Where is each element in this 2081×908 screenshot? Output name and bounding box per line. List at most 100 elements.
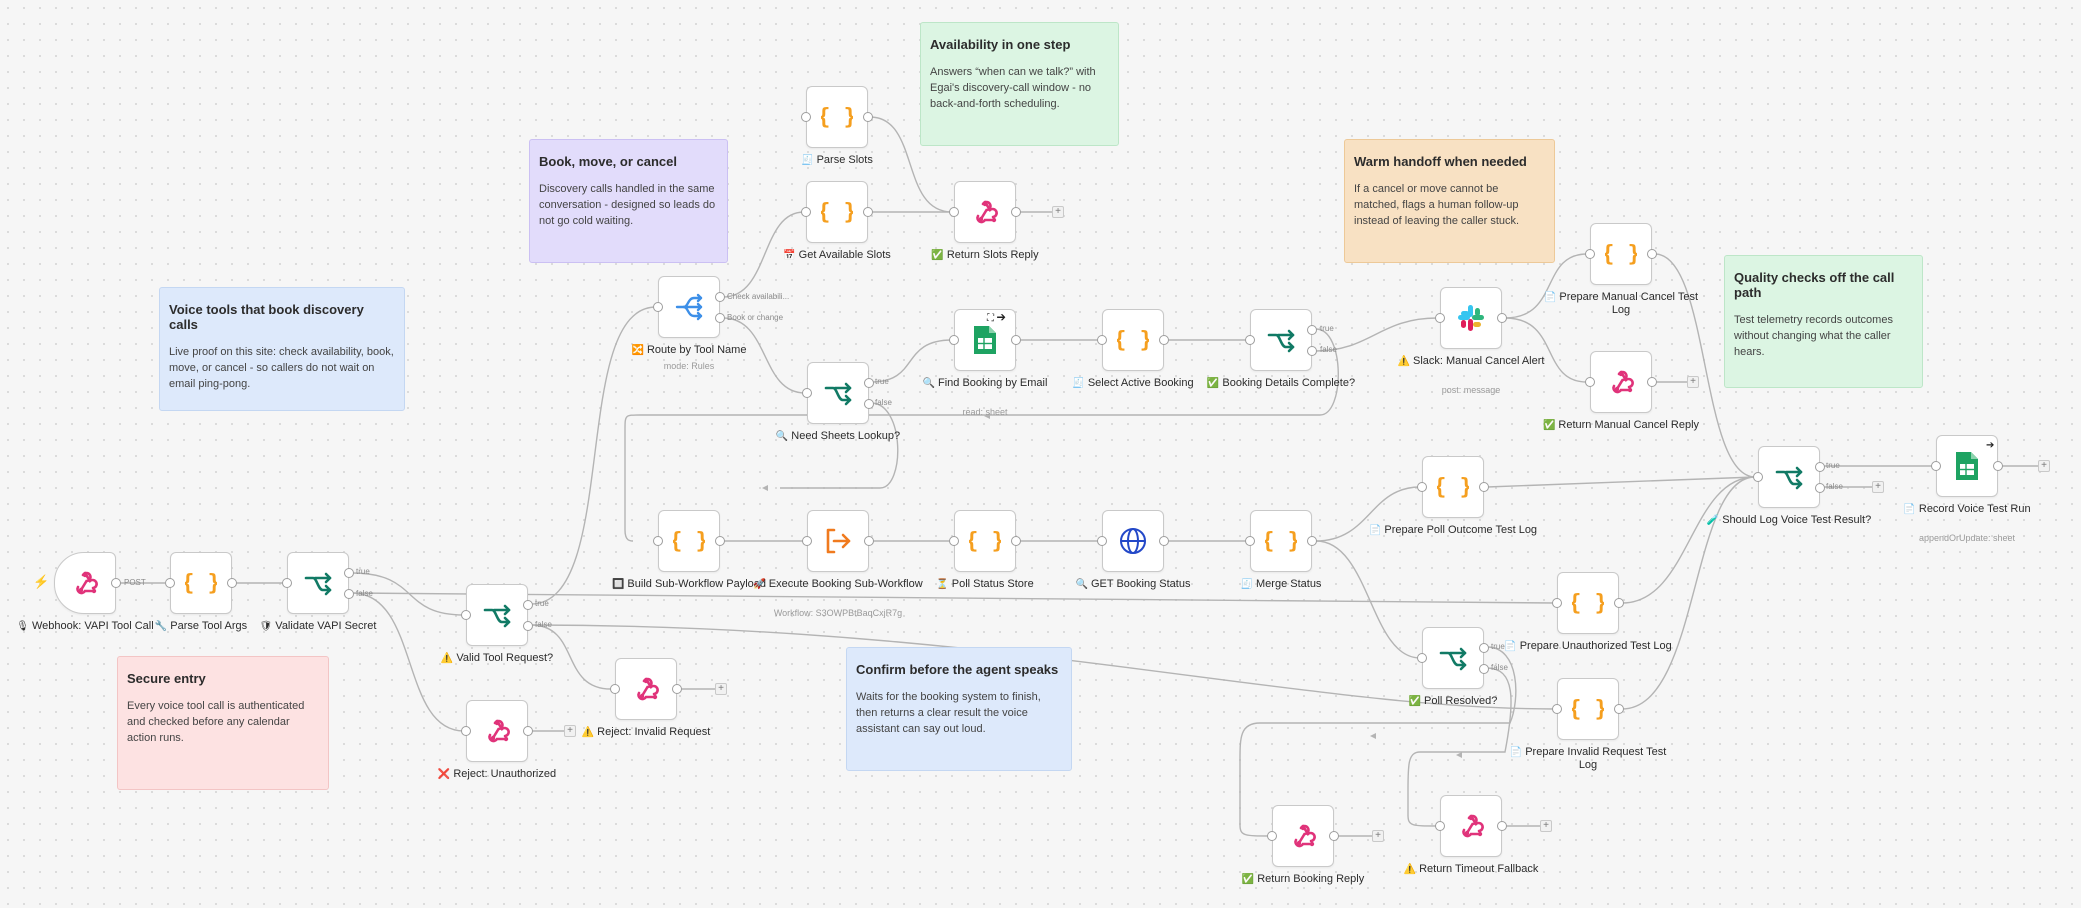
- output-port[interactable]: [1993, 461, 2003, 471]
- sticky-note[interactable]: Availability in one step Answers “when c…: [920, 22, 1119, 146]
- node-toolbar[interactable]: ⛶ ➔: [987, 313, 1006, 324]
- node-rejinvalid[interactable]: [615, 658, 677, 720]
- input-port[interactable]: [1585, 249, 1595, 259]
- add-node-button[interactable]: +: [1372, 830, 1384, 842]
- output-port[interactable]: [523, 600, 533, 610]
- output-port[interactable]: [715, 292, 725, 302]
- input-port[interactable]: [1417, 482, 1427, 492]
- output-port[interactable]: [1815, 462, 1825, 472]
- input-port[interactable]: [653, 536, 663, 546]
- output-port[interactable]: [1614, 704, 1624, 714]
- input-port[interactable]: [1552, 598, 1562, 608]
- sticky-note[interactable]: Secure entry Every voice tool call is au…: [117, 656, 329, 790]
- input-port[interactable]: [1097, 536, 1107, 546]
- input-port[interactable]: [1753, 472, 1763, 482]
- output-port[interactable]: [715, 536, 725, 546]
- node-parse[interactable]: { }: [170, 552, 232, 614]
- input-port[interactable]: [610, 684, 620, 694]
- output-port[interactable]: [1307, 536, 1317, 546]
- output-port[interactable]: [863, 112, 873, 122]
- sticky-note[interactable]: Quality checks off the call path Test te…: [1724, 255, 1923, 388]
- input-port[interactable]: [1417, 653, 1427, 663]
- output-port[interactable]: [1647, 249, 1657, 259]
- input-port[interactable]: [949, 536, 959, 546]
- node-slack[interactable]: [1440, 287, 1502, 349]
- output-port[interactable]: [1815, 483, 1825, 493]
- node-prepunauth[interactable]: { }: [1557, 572, 1619, 634]
- node-getslots[interactable]: { }: [806, 181, 868, 243]
- node-route[interactable]: [658, 276, 720, 338]
- input-port[interactable]: [1267, 831, 1277, 841]
- output-port[interactable]: [1011, 536, 1021, 546]
- node-bookcomplete[interactable]: [1250, 309, 1312, 371]
- output-port[interactable]: [864, 378, 874, 388]
- node-selactive[interactable]: { }: [1102, 309, 1164, 371]
- node-webhook[interactable]: [54, 552, 116, 614]
- output-port[interactable]: [1497, 313, 1507, 323]
- input-port[interactable]: [1931, 461, 1941, 471]
- add-node-button[interactable]: +: [715, 683, 727, 695]
- output-port[interactable]: [1307, 325, 1317, 335]
- input-port[interactable]: [461, 726, 471, 736]
- output-port[interactable]: [1307, 346, 1317, 356]
- node-preppoll[interactable]: { }: [1422, 456, 1484, 518]
- output-port[interactable]: [1647, 377, 1657, 387]
- node-parseslots[interactable]: { }: [806, 86, 868, 148]
- input-port[interactable]: [461, 610, 471, 620]
- node-validtool[interactable]: [466, 584, 528, 646]
- output-port[interactable]: [111, 578, 121, 588]
- add-node-button[interactable]: +: [1540, 820, 1552, 832]
- output-port[interactable]: [523, 621, 533, 631]
- input-port[interactable]: [802, 388, 812, 398]
- node-pollresolved[interactable]: [1422, 627, 1484, 689]
- output-port[interactable]: [1011, 335, 1021, 345]
- sticky-note[interactable]: Confirm before the agent speaks Waits fo…: [846, 647, 1072, 771]
- output-port[interactable]: [523, 726, 533, 736]
- output-port[interactable]: [863, 207, 873, 217]
- input-port[interactable]: [1585, 377, 1595, 387]
- output-port[interactable]: [344, 568, 354, 578]
- output-port[interactable]: [1479, 643, 1489, 653]
- add-node-button[interactable]: +: [1052, 206, 1064, 218]
- output-port[interactable]: [1329, 831, 1339, 841]
- node-recordvoice[interactable]: [1936, 435, 1998, 497]
- input-port[interactable]: [1245, 335, 1255, 345]
- input-port[interactable]: [1552, 704, 1562, 714]
- input-port[interactable]: [653, 302, 663, 312]
- output-port[interactable]: [672, 684, 682, 694]
- output-port[interactable]: [1159, 335, 1169, 345]
- node-findbooking[interactable]: [954, 309, 1016, 371]
- input-port[interactable]: [1097, 335, 1107, 345]
- node-pollstore[interactable]: { }: [954, 510, 1016, 572]
- output-port[interactable]: [1479, 664, 1489, 674]
- add-node-button[interactable]: +: [1872, 481, 1884, 493]
- node-getstatus[interactable]: [1102, 510, 1164, 572]
- output-port[interactable]: [1497, 821, 1507, 831]
- add-node-button[interactable]: +: [1687, 376, 1699, 388]
- output-port[interactable]: [1614, 598, 1624, 608]
- input-port[interactable]: [1435, 313, 1445, 323]
- output-port[interactable]: [864, 399, 874, 409]
- add-node-button[interactable]: +: [564, 725, 576, 737]
- sticky-note[interactable]: Voice tools that book discovery calls Li…: [159, 287, 405, 411]
- node-rejunauth[interactable]: [466, 700, 528, 762]
- input-port[interactable]: [802, 536, 812, 546]
- node-rettimeout[interactable]: [1440, 795, 1502, 857]
- output-port[interactable]: [1479, 482, 1489, 492]
- output-port[interactable]: [344, 589, 354, 599]
- input-port[interactable]: [282, 578, 292, 588]
- input-port[interactable]: [949, 335, 959, 345]
- input-port[interactable]: [1245, 536, 1255, 546]
- node-shouldlog[interactable]: [1758, 446, 1820, 508]
- node-validate[interactable]: [287, 552, 349, 614]
- input-port[interactable]: [801, 207, 811, 217]
- node-prepinvalid[interactable]: { }: [1557, 678, 1619, 740]
- sticky-note[interactable]: Book, move, or cancel Discovery calls ha…: [529, 139, 728, 263]
- open-node-icon[interactable]: ➔: [1986, 440, 1995, 451]
- node-retmanual[interactable]: [1590, 351, 1652, 413]
- input-port[interactable]: [801, 112, 811, 122]
- node-prepmanual[interactable]: { }: [1590, 223, 1652, 285]
- node-retslots[interactable]: [954, 181, 1016, 243]
- sticky-note[interactable]: Warm handoff when needed If a cancel or …: [1344, 139, 1555, 263]
- output-port[interactable]: [1159, 536, 1169, 546]
